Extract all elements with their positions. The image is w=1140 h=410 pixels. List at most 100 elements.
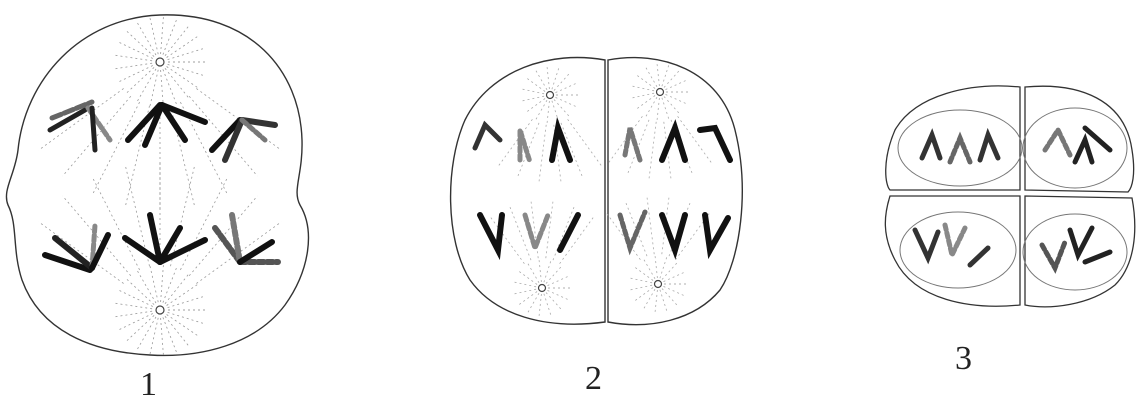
figure-3: 3 <box>870 0 1140 410</box>
spindle-fiber <box>120 66 153 82</box>
spindle-fiber <box>168 312 203 323</box>
spindle-fiber <box>631 93 654 98</box>
spindle-fiber <box>547 65 550 89</box>
spindle-fiber <box>535 100 547 121</box>
spindle-fiber <box>634 288 653 302</box>
spindle-fiber <box>629 285 652 290</box>
figure-3-drawing <box>870 0 1140 410</box>
spindle-fiber <box>167 315 198 336</box>
spindle-fiber <box>647 195 655 255</box>
spindle-fiber <box>161 318 164 355</box>
spindle-fiber <box>138 23 157 55</box>
spindle-fiber <box>643 289 655 310</box>
spindle-fiber <box>666 94 688 104</box>
spindle-fiber <box>509 204 531 260</box>
figure-2: 2 <box>430 0 760 410</box>
spindle-fiber <box>546 266 562 284</box>
spindle-fiber <box>116 63 153 68</box>
spindle-fiber <box>657 98 660 122</box>
spindle-fiber <box>150 18 158 54</box>
spindle-fiber <box>167 67 198 88</box>
cell-membranes <box>451 58 743 325</box>
figure-2-drawing <box>430 0 760 410</box>
spindle-fiber <box>165 275 188 304</box>
spindle-fiber <box>631 86 654 91</box>
spindle-fiber <box>120 314 153 330</box>
spindle-fiber <box>168 49 203 60</box>
spindle-fiber <box>664 272 686 282</box>
spindle-fiber <box>548 276 570 286</box>
spindle-fiber <box>655 290 658 314</box>
spindle-fiber <box>138 317 157 349</box>
spindle-fiber <box>629 278 652 283</box>
spindle-fiber <box>163 317 177 352</box>
spindle-fiber <box>666 80 688 90</box>
spindle-fiber <box>92 102 140 196</box>
spindle-fiber <box>138 271 157 303</box>
cell-membranes <box>885 86 1134 307</box>
spindle-fiber <box>127 315 154 340</box>
spindle-fiber <box>116 55 153 61</box>
chromosomes <box>915 128 1110 268</box>
spindle-fiber <box>521 96 544 101</box>
cell-membrane <box>6 15 308 356</box>
figure-3-label: 3 <box>955 340 972 378</box>
spindle-fiber <box>150 318 158 354</box>
spindle-fiber <box>548 290 570 300</box>
spindle-fibers <box>489 62 713 318</box>
spindle-fiber <box>531 199 539 259</box>
spindle-fiber <box>546 293 562 311</box>
spindle-fiber <box>526 77 545 91</box>
spindle-fiber <box>163 268 177 303</box>
spindle-fiber <box>539 258 542 282</box>
spindle-fiber <box>662 262 678 280</box>
spindle-fiber <box>645 97 657 118</box>
spindle-fiber <box>127 31 154 56</box>
spindle-fiber <box>554 73 570 91</box>
spindle-fiber <box>636 96 655 110</box>
spindle-fiber <box>161 70 164 107</box>
spindle-fiber <box>120 43 153 59</box>
spindle-fiber <box>634 266 653 280</box>
spindle-fiber <box>161 265 164 302</box>
spindle-fibers <box>39 17 282 355</box>
spindle-fiber <box>167 37 198 58</box>
figure-2-label: 2 <box>585 360 602 398</box>
spindle-fiber <box>167 285 198 306</box>
spindle-fiber <box>539 294 542 318</box>
spindle-fiber <box>138 69 157 101</box>
figure-1-label: 1 <box>140 366 157 404</box>
figure-1: 1 <box>0 0 330 410</box>
spindle-fiber <box>662 289 678 307</box>
spindle-fiber <box>649 122 657 182</box>
spindle-fiber <box>116 303 153 309</box>
spindle-fiber <box>513 282 536 287</box>
spindle-fiber <box>127 279 154 304</box>
chromosomes <box>475 125 730 250</box>
spindle-fiber <box>655 254 658 278</box>
spindle-fiber <box>521 89 544 94</box>
spindle-fiber <box>168 297 203 308</box>
figure-1-drawing <box>0 0 330 410</box>
spindle-fiber <box>527 293 539 314</box>
spindle-fiber <box>556 83 578 93</box>
spindle-fiber <box>554 100 570 118</box>
spindle-fiber <box>127 67 154 92</box>
spindle-fiber <box>535 69 547 90</box>
spindle-fiber <box>120 291 153 307</box>
spindle-fiber <box>180 176 228 270</box>
spindle-fiber <box>547 101 550 125</box>
spindle-fiber <box>664 286 686 296</box>
spindle-fiber <box>526 99 545 113</box>
spindle-fiber <box>513 289 536 294</box>
spindle-fiber <box>527 262 539 283</box>
spindle-fiber <box>539 125 547 185</box>
spindle-fiber <box>636 74 655 88</box>
spindle-fiber <box>165 68 188 97</box>
spindle-fiber <box>150 266 158 302</box>
spindle-fiber <box>168 64 203 75</box>
spindle-fiber <box>518 292 537 306</box>
chromosomes <box>45 102 278 270</box>
spindle-fiber <box>556 97 578 107</box>
spindle-fiber <box>163 69 177 104</box>
